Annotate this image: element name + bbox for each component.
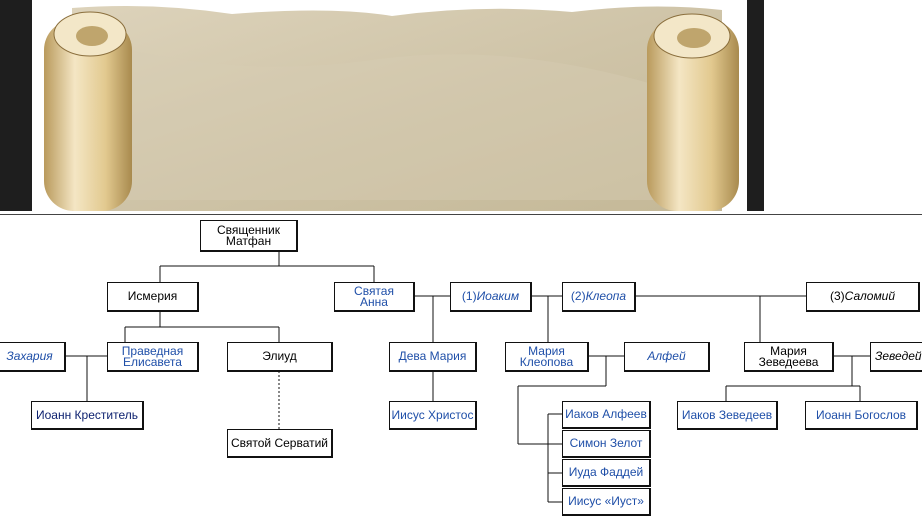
node-ioakim-name: Иоаким [476, 289, 520, 303]
node-ioann-krestitel[interactable]: Иоанн Креститель [31, 401, 144, 430]
node-maria-kleopova[interactable]: Мария Клеопова [505, 342, 589, 372]
node-kleopa-name: Клеопа [585, 289, 627, 303]
node-ioann-bogoslov[interactable]: Иоанн Богослов [805, 401, 918, 430]
node-anna[interactable]: Святая Анна [334, 282, 415, 312]
node-servatiy: Святой Серватий [227, 429, 333, 458]
node-zevedey: Зеведей [870, 342, 922, 372]
node-iisus-khristos[interactable]: Иисус Христос [389, 401, 477, 430]
node-alfey[interactable]: Алфей [624, 342, 710, 372]
node-ismeria: Исмерия [107, 282, 199, 312]
node-maria-zevedeeva: Мария Зеведеева [744, 342, 834, 372]
node-elisaveta[interactable]: Праведная Елисавета [107, 342, 199, 372]
node-iuda-faddey[interactable]: Иуда Фаддей [562, 459, 651, 487]
node-kleopa-number: (2) [570, 289, 586, 303]
node-simon-zelot[interactable]: Симон Зелот [562, 430, 651, 458]
node-zakharia[interactable]: Захария [0, 342, 66, 372]
node-salomiy-name: Саломий [844, 289, 896, 303]
node-ioakim-number: (1) [461, 289, 477, 303]
node-iakov-alfeev[interactable]: Иаков Алфеев [562, 401, 651, 429]
node-kleopa[interactable]: (2) Клеопа [562, 282, 636, 312]
node-salomiy: (3) Саломий [806, 282, 920, 312]
node-iisus-iust[interactable]: Иисус «Иуст» [562, 488, 651, 516]
node-iakov-zevedeev[interactable]: Иаков Зеведеев [677, 401, 778, 430]
node-deva-maria[interactable]: Дева Мария [389, 342, 477, 372]
node-matfan: Священник Матфан [200, 220, 298, 252]
node-eliud: Элиуд [227, 342, 333, 372]
header-banner [0, 0, 764, 211]
section-divider [0, 214, 922, 215]
node-salomiy-number: (3) [829, 289, 845, 303]
node-ioakim[interactable]: (1) Иоаким [450, 282, 532, 312]
parchment-scroll-image [32, 0, 747, 211]
